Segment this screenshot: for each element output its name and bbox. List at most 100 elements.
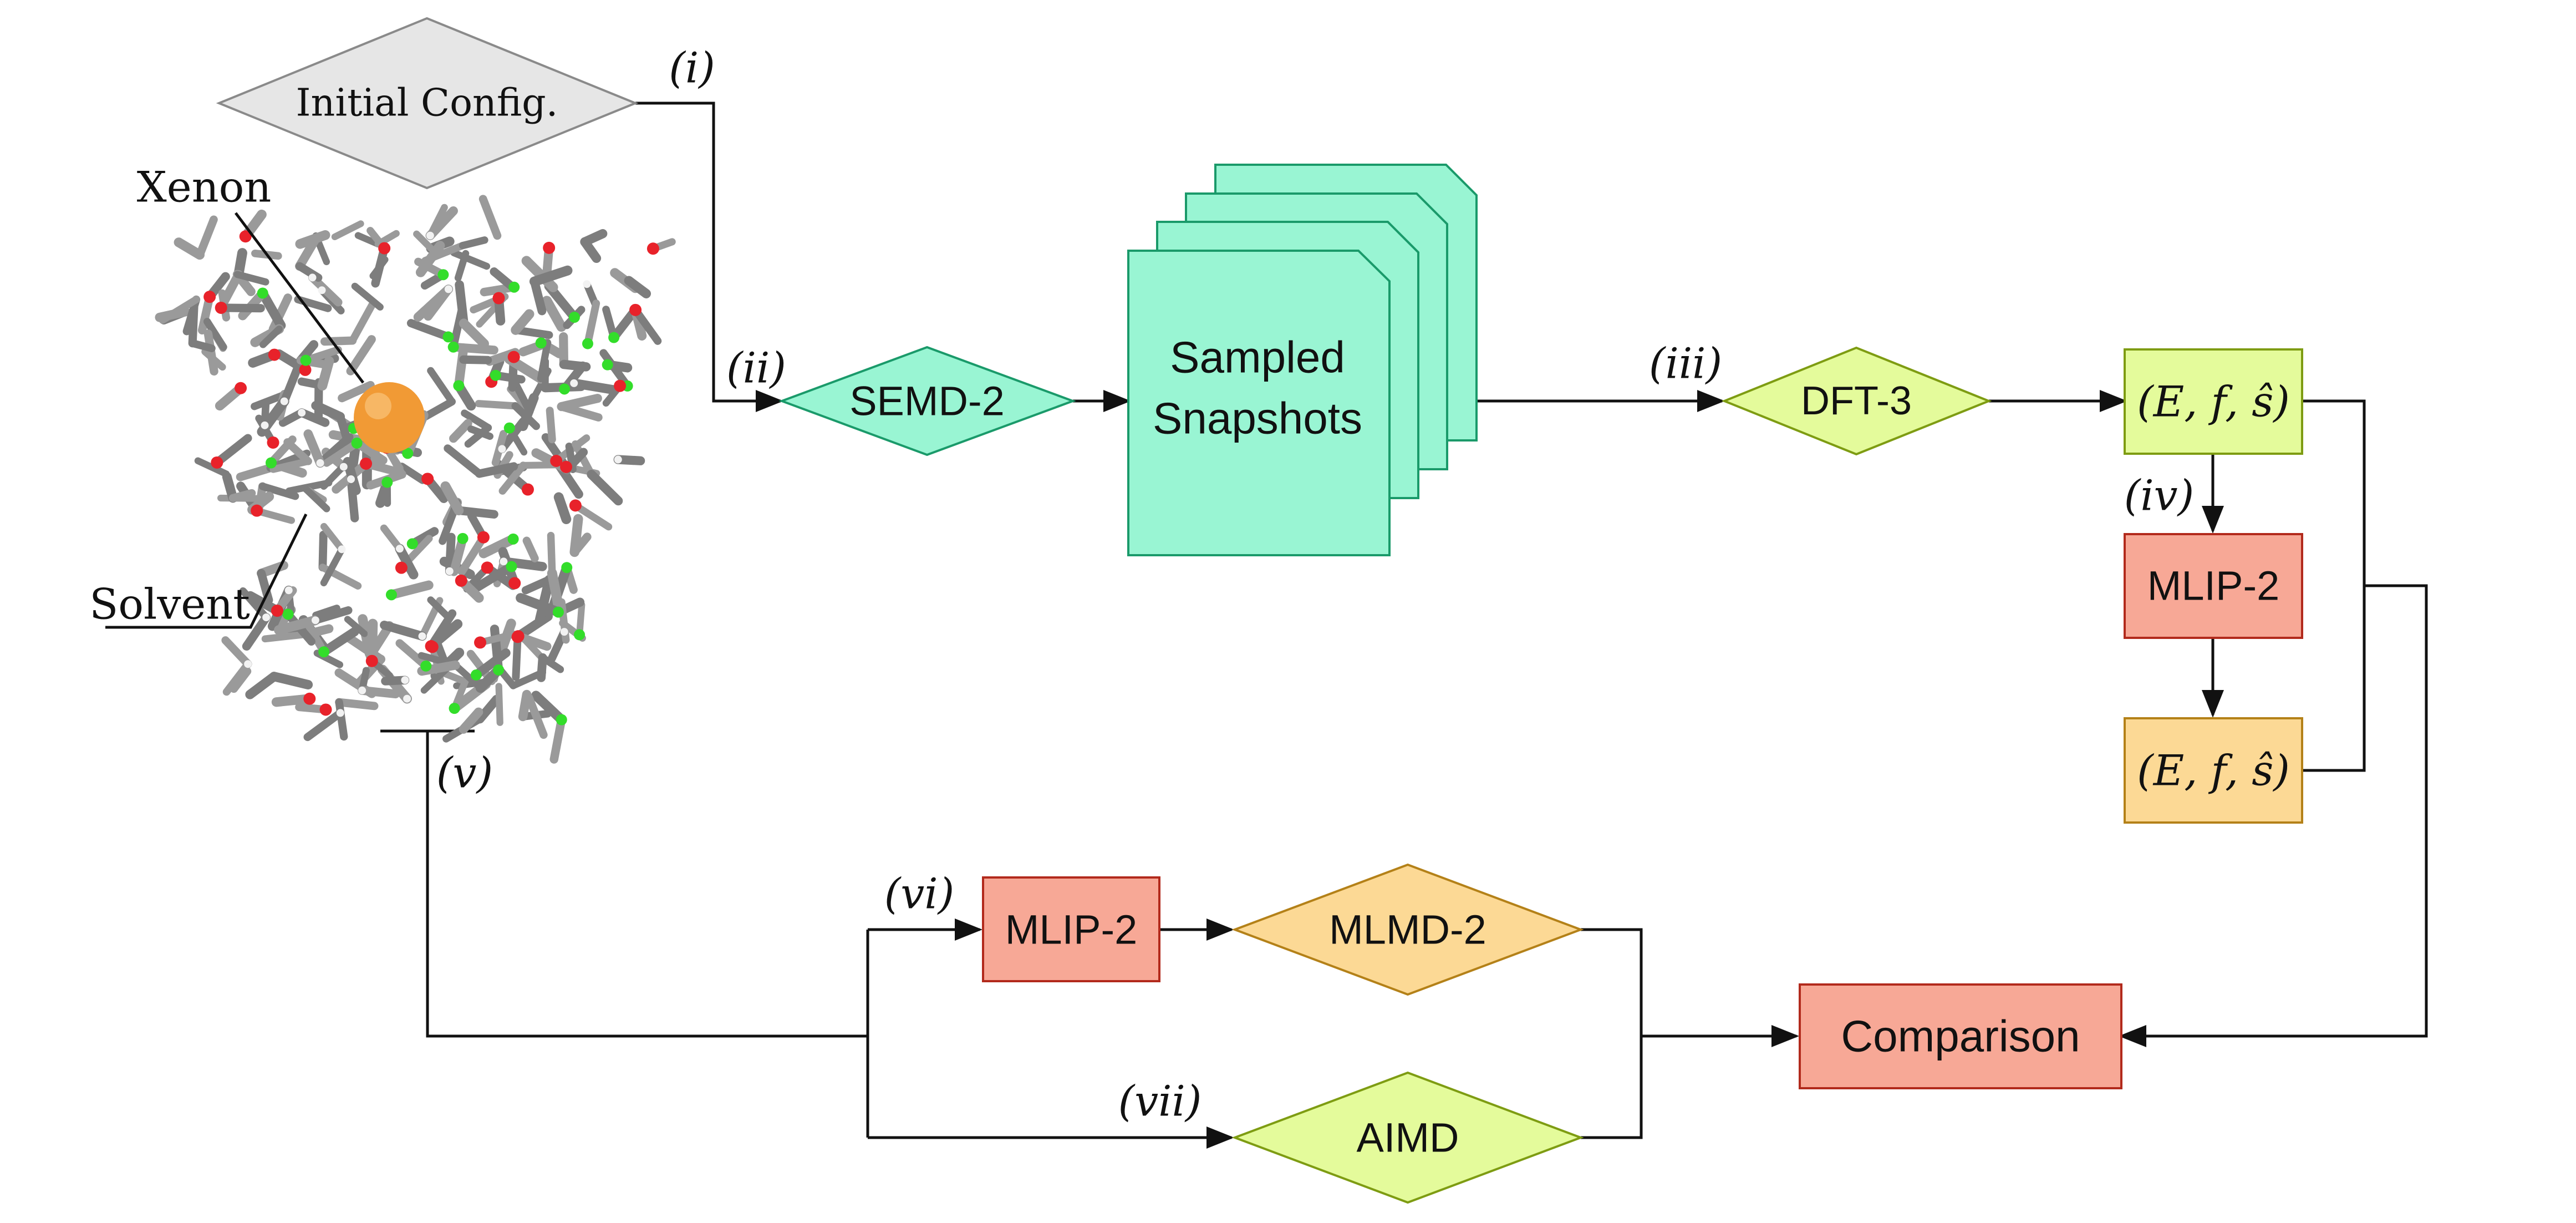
solvent-bond [449, 419, 472, 443]
solvent-bond [380, 524, 404, 552]
solvent-bond [424, 285, 453, 321]
solvent-bond [459, 707, 483, 734]
connector-efs-bracket [2302, 399, 2366, 772]
solvent-atom [358, 686, 366, 694]
solvent-bond [415, 241, 445, 277]
solvent-atom [203, 291, 216, 303]
solvent-bond [358, 686, 400, 699]
step-label-v: (v) [436, 748, 493, 798]
solvent-bond [452, 661, 481, 689]
solvent-atom [560, 628, 568, 636]
solvent-bond [521, 256, 558, 292]
solvent-bond [559, 332, 569, 369]
solvent-atom [318, 646, 330, 658]
solvent-bond [319, 627, 359, 657]
solvent-bond [457, 533, 488, 576]
solvent-bond [421, 398, 456, 421]
solvent-bond [547, 531, 556, 577]
solvent-bond [174, 237, 205, 260]
solvent-atom [318, 286, 326, 295]
solvent-bond [467, 425, 494, 440]
solvent-atom [552, 606, 564, 618]
node-initial-config: Initial Config. [216, 17, 639, 190]
solvent-bond [189, 339, 216, 352]
solvent-bond [546, 407, 556, 444]
solvent-atom [470, 669, 482, 681]
solvent-bond [344, 616, 368, 637]
node-aimd: AIMD [1231, 1071, 1584, 1204]
solvent-bond [195, 215, 218, 259]
solvent-bonds [155, 195, 676, 764]
solvent-bond [459, 355, 492, 364]
solvent-bond [553, 492, 572, 524]
snapshots-label-line2: Snapshots [1153, 394, 1362, 443]
solvent-bond [395, 544, 419, 580]
node-dft: DFT-3 [1721, 346, 1992, 456]
initial-config-shape [216, 17, 639, 190]
solvent-bond [464, 424, 492, 448]
solvent-atom [284, 586, 293, 595]
solvent-bond [398, 463, 427, 484]
solvent-bond [317, 356, 334, 391]
solvent-bond [444, 444, 483, 478]
solvent-atom [474, 636, 487, 649]
node-efs-predicted: (E, f, ŝ) [2124, 717, 2303, 824]
xenon-label: Xenon [137, 163, 272, 212]
step-label-ii: (ii) [726, 343, 786, 393]
solvent-atom [395, 561, 408, 574]
solvent-atom [543, 241, 556, 254]
solvent-bond [380, 621, 427, 641]
solvent-bond [587, 469, 623, 506]
solvent-bond [386, 580, 434, 600]
solvent-bond [440, 481, 464, 516]
solvent-atom [420, 660, 432, 672]
semd-label: SEMD-2 [849, 378, 1005, 424]
efs-reference-label: (E, f, ŝ) [2137, 377, 2290, 427]
aimd-label: AIMD [1357, 1115, 1459, 1161]
mlip-training-label: MLIP-2 [2147, 563, 2280, 609]
solvent-bond [455, 280, 469, 328]
solvent-bond [531, 691, 567, 725]
solvent-atom [602, 359, 613, 371]
solvent-atom [211, 456, 223, 469]
solvent-bond [283, 438, 312, 465]
solvent-atom [347, 475, 355, 483]
solvent-atom [262, 613, 271, 622]
solvent-bond [632, 306, 662, 345]
solvent-bond [624, 276, 651, 298]
solvent-atom [442, 331, 454, 343]
solvent-atom [271, 605, 283, 617]
solvent-bond [320, 546, 345, 587]
solvent-atom [360, 457, 373, 470]
aimd-shape [1231, 1071, 1584, 1204]
solvent-atom [426, 231, 434, 240]
solvent-bond [478, 195, 502, 240]
solvent-atom [508, 281, 520, 293]
solvent-bond [245, 672, 279, 699]
solvent-atom [401, 676, 409, 684]
solvent-atom [282, 608, 294, 620]
solvent-bond [366, 618, 378, 666]
solvent-atom [583, 280, 591, 288]
solvent-bond [475, 462, 518, 478]
solvent-atom [421, 473, 434, 485]
solvent-bond [346, 335, 376, 375]
solvent-atom [319, 703, 332, 716]
solvent-bond [258, 483, 299, 500]
solvent-bond [454, 506, 498, 519]
solvent-bond [475, 400, 519, 410]
solvent-bond [295, 236, 319, 271]
solvent-bond [450, 249, 491, 270]
solvent-atom [445, 567, 454, 575]
solvent-bond [529, 265, 573, 287]
solvent-bond [534, 575, 554, 625]
node-comparison: Comparison [1799, 983, 2122, 1089]
solvent-bond [459, 318, 489, 349]
mlmd-shape [1231, 863, 1584, 996]
solvent-atom [493, 664, 505, 676]
node-semd: SEMD-2 [778, 346, 1076, 456]
solvent-atom [444, 285, 452, 293]
solvent-atom [507, 533, 519, 545]
node-mlmd: MLMD-2 [1231, 863, 1584, 996]
mlmd-label: MLMD-2 [1329, 907, 1486, 953]
